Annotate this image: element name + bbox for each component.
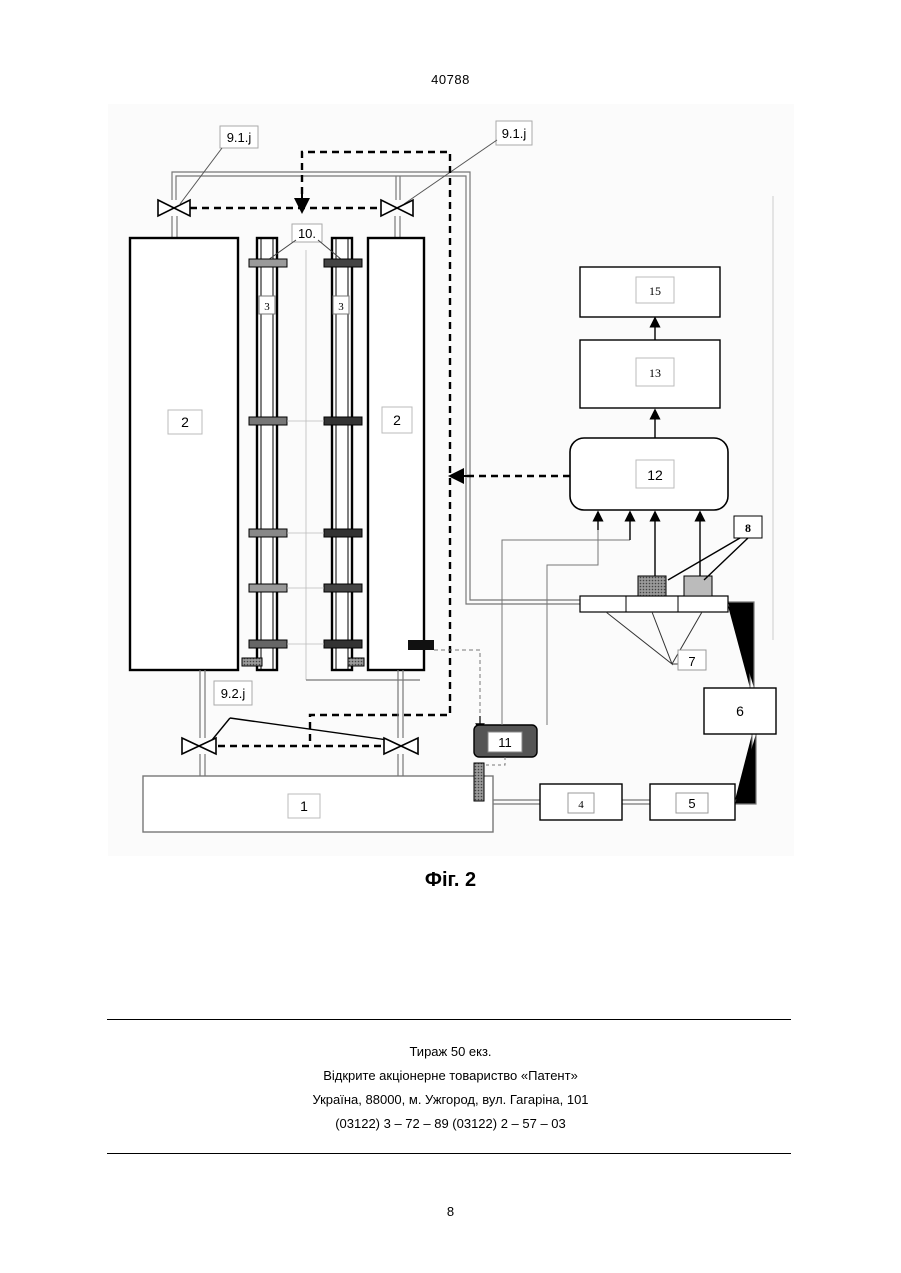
block-13-label: 13: [649, 366, 661, 380]
page-number: 8: [0, 1204, 901, 1219]
label-valve-bottom: 9.2.j: [221, 686, 246, 701]
base-tank-label: 1: [300, 798, 308, 814]
imprint-phones: (03122) 3 – 72 – 89 (03122) 2 – 57 – 03: [0, 1116, 901, 1131]
column-left: [130, 238, 238, 670]
sensors-label: 10.: [298, 226, 316, 241]
label-valve-top-left-text: 9.1.j: [227, 130, 252, 145]
block-8-label: 8: [745, 521, 751, 535]
tube-left-label: 3: [264, 301, 270, 313]
imprint-publisher: Відкрите акціонерне товариство «Патент»: [0, 1068, 901, 1083]
block-12-label: 12: [647, 467, 663, 483]
tube-right-label: 3: [338, 301, 344, 313]
divider-top: [107, 1019, 791, 1020]
heater-element: [408, 640, 434, 650]
block-5-label: 5: [688, 796, 695, 811]
block-6-label: 6: [736, 703, 744, 719]
block-7-label: 7: [688, 654, 695, 669]
column-right: [368, 238, 424, 670]
column-left-label: 2: [181, 414, 189, 430]
imprint-address: Україна, 88000, м. Ужгород, вул. Гагарін…: [0, 1092, 901, 1107]
block-4-label: 4: [578, 799, 584, 811]
patent-figure-diagram: 9.1.j 9.1.j 2 3: [0, 0, 901, 860]
divider-bottom: [107, 1153, 791, 1154]
label-valve-top-right-text: 9.1.j: [502, 126, 527, 141]
pressure-sensor: [474, 763, 484, 801]
figure-caption: Фіг. 2: [0, 869, 901, 892]
block-15-label: 15: [649, 284, 661, 298]
imprint-circulation: Тираж 50 екз.: [0, 1044, 901, 1059]
column-right-label: 2: [393, 412, 401, 428]
block-11-label: 11: [498, 735, 512, 750]
